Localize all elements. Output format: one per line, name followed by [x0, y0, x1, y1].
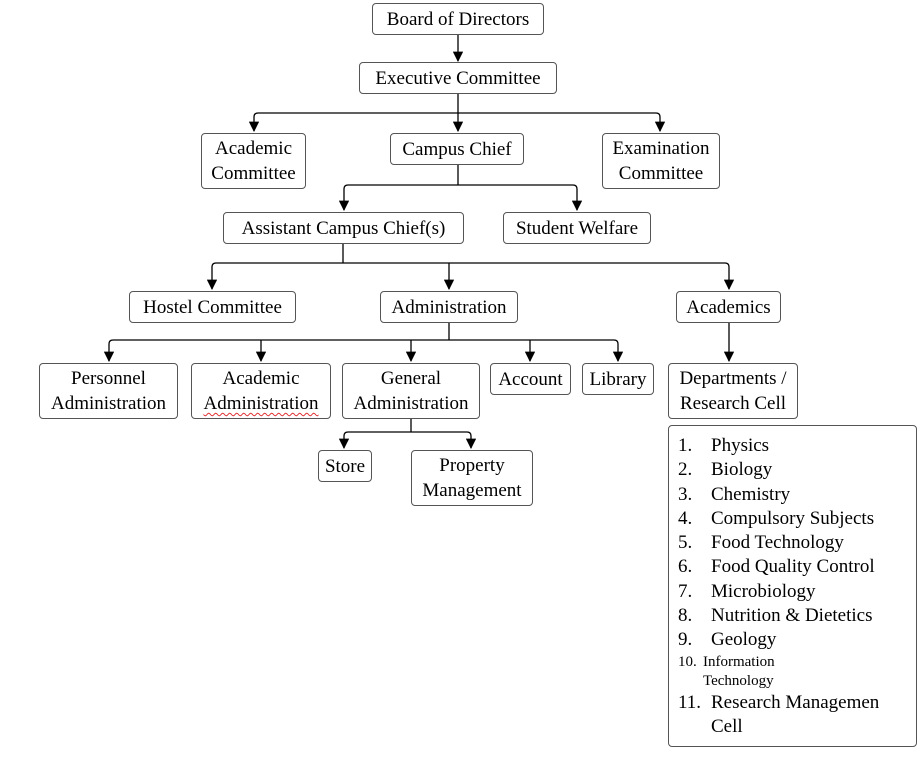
- list-item: 2. Biology: [678, 458, 916, 482]
- list-number: 11.: [678, 691, 702, 713]
- node-label-line2: Administration: [203, 393, 319, 414]
- node-label: Executive Committee: [375, 67, 541, 89]
- list-text: Food Quality Control: [711, 556, 875, 578]
- node-label-line2: Administration: [353, 393, 469, 414]
- list-number: 8.: [678, 605, 693, 627]
- node-store: Store: [318, 450, 372, 482]
- list-item: 3. Chemistry: [678, 483, 916, 507]
- node-academic-administration: Academic Administration: [191, 363, 331, 419]
- list-item: 4. Compulsory Subjects: [678, 507, 916, 531]
- list-text: Nutrition & Dietetics: [711, 605, 873, 627]
- node-label-line1: General: [380, 368, 442, 389]
- list-number: 7.: [678, 580, 693, 602]
- node-departments-research-cell: Departments / Research Cell: [668, 363, 798, 419]
- node-academic-committee: Academic Committee: [201, 133, 306, 189]
- node-account: Account: [490, 363, 571, 395]
- node-label-line2: Committee: [618, 163, 704, 184]
- node-student-welfare: Student Welfare: [503, 212, 651, 244]
- list-number: 3.: [678, 483, 693, 505]
- edge-executive-examination: [458, 112, 666, 133]
- edge-chief-assistant: [338, 184, 458, 212]
- node-label-line2: Management: [422, 480, 522, 501]
- list-text: Compulsory Subjects: [711, 507, 875, 529]
- edge-admin-library: [449, 339, 624, 363]
- node-label-line1: Academic: [214, 138, 292, 159]
- list-text-line1: Information: [703, 653, 775, 670]
- node-label-line2: Administration: [50, 393, 167, 414]
- list-item: 6. Food Quality Control: [678, 555, 916, 579]
- departments-list: 1. Physics 2. Biology 3. Chemistry 4. Compul…: [668, 425, 917, 747]
- edge-general-property: [411, 431, 477, 450]
- node-label-line1: Personnel: [71, 368, 146, 389]
- node-label: Assistant Campus Chief(s): [241, 217, 446, 239]
- node-label-line1: Academic: [222, 368, 300, 389]
- node-label-line2: Research Cell: [679, 393, 787, 414]
- node-library: Library: [582, 363, 654, 395]
- list-item: 7. Microbiology: [678, 580, 916, 604]
- list-number: 5.: [678, 532, 693, 554]
- node-label-line1: Examination: [612, 138, 710, 159]
- node-examination-committee: Examination Committee: [602, 133, 720, 189]
- list-item: 9. Geology: [678, 628, 916, 652]
- list-text-line2: Technology: [703, 672, 774, 689]
- node-board-of-directors: Board of Directors: [372, 3, 544, 35]
- node-label: Board of Directors: [386, 8, 530, 30]
- node-label: Library: [589, 368, 647, 390]
- list-text-line1: Research Managemen: [711, 691, 880, 713]
- list-number: 4.: [678, 507, 693, 529]
- node-label: Account: [498, 368, 563, 390]
- edge-admin-personnel: [103, 339, 449, 363]
- node-administration: Administration: [380, 291, 518, 323]
- list-item: 5. Food Technology: [678, 531, 916, 555]
- node-label-line2: Committee: [211, 163, 296, 184]
- node-general-administration: General Administration: [342, 363, 480, 419]
- node-label: Campus Chief: [402, 138, 512, 160]
- node-personnel-administration: Personnel Administration: [39, 363, 178, 419]
- edge-chief-welfare: [458, 184, 583, 212]
- node-campus-chief: Campus Chief: [390, 133, 524, 165]
- list-number: 6.: [678, 556, 693, 578]
- node-label-line1: Property: [439, 455, 505, 476]
- edge-executive-academic-committee: [248, 112, 458, 133]
- list-text-line2: Cell: [711, 715, 743, 737]
- list-text: Microbiology: [711, 580, 816, 602]
- list-item: 8. Nutrition & Dietetics: [678, 604, 916, 628]
- node-label: Administration: [391, 296, 507, 318]
- node-executive-committee: Executive Committee: [359, 62, 557, 94]
- node-label: Student Welfare: [515, 217, 639, 239]
- list-item: 1. Physics: [678, 434, 916, 458]
- edge-assistant-academics: [343, 262, 735, 291]
- edge-assistant-hostel: [206, 262, 343, 291]
- list-number: 9.: [678, 629, 693, 651]
- list-text: Geology: [711, 629, 777, 651]
- list-number: 2.: [678, 459, 693, 481]
- node-label: Hostel Committee: [143, 296, 282, 318]
- list-text: Physics: [711, 435, 770, 456]
- list-text: Chemistry: [711, 483, 791, 505]
- node-assistant-campus-chief: Assistant Campus Chief(s): [223, 212, 464, 244]
- node-label-line1: Departments /: [679, 368, 787, 389]
- node-label: Academics: [686, 296, 771, 318]
- list-text: Food Technology: [711, 532, 844, 554]
- node-hostel-committee: Hostel Committee: [129, 291, 296, 323]
- edge-general-store: [338, 431, 411, 450]
- list-number: 10.: [678, 653, 697, 670]
- list-number: 1.: [678, 435, 693, 456]
- node-property-management: Property Management: [411, 450, 533, 506]
- list-text: Biology: [711, 459, 773, 481]
- node-academics: Academics: [676, 291, 781, 323]
- node-label: Store: [324, 455, 366, 477]
